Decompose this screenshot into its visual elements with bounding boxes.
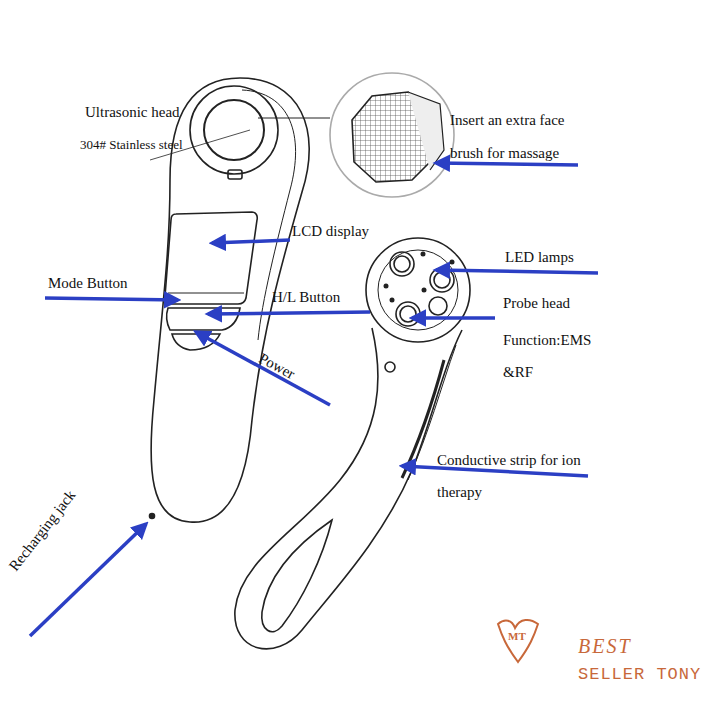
led-lamp (390, 252, 454, 326)
part-label: Conductive strip for ion therapy (437, 444, 597, 508)
lcd-panel (165, 212, 258, 304)
part-label: Recharging jack (5, 487, 79, 575)
part-label: LED lamps (505, 248, 574, 266)
watermark: BEST (578, 637, 632, 655)
pointer-arrow (30, 163, 598, 636)
logo-text: MT (508, 627, 526, 645)
part-label: Insert an extra face brush for massage (450, 104, 600, 170)
function-label: Function:EMS &RF (503, 324, 603, 388)
side-button (385, 362, 395, 372)
part-label: Ultrasonic head (85, 103, 180, 121)
recharging-jack (150, 514, 155, 519)
part-label: Mode Button (48, 274, 128, 292)
part-label: H/L Button (272, 288, 340, 306)
ultrasonic-head (190, 86, 278, 174)
watermark: SELLER TONY (578, 666, 701, 684)
device-body-right (235, 328, 462, 649)
probe-head-ring (366, 238, 470, 342)
mode-button (167, 308, 240, 330)
grip-slot (262, 520, 332, 632)
part-label: LCD display (292, 222, 369, 240)
logo-mark (498, 620, 538, 662)
zoom-circle (330, 73, 454, 197)
material-label: 304# Stainless steel (80, 136, 183, 154)
part-label: Probe head (503, 294, 570, 312)
